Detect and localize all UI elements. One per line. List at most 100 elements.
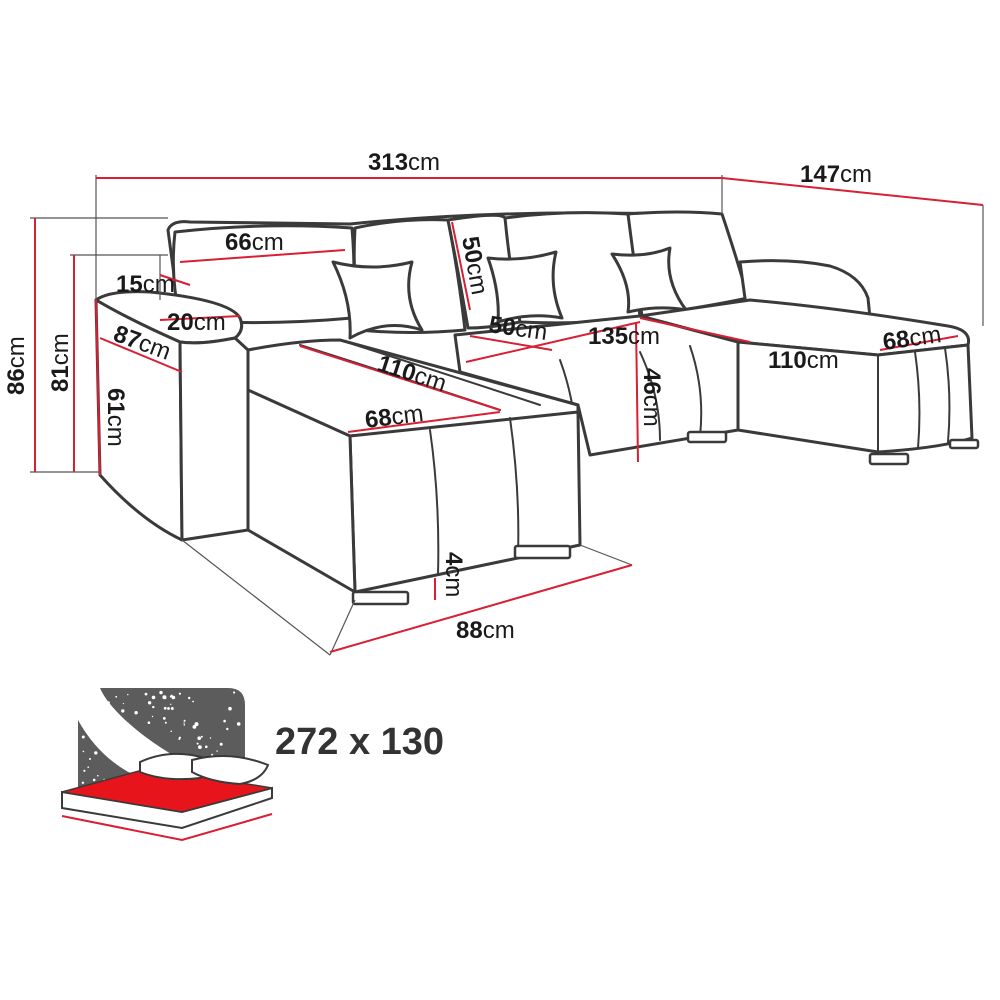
star <box>198 745 202 749</box>
star <box>178 736 181 739</box>
star <box>209 737 212 739</box>
label-50-cushion: 50cm <box>456 234 493 296</box>
star <box>83 769 86 772</box>
right-chaise-top <box>638 298 971 357</box>
star <box>192 700 195 703</box>
star <box>163 706 167 710</box>
star <box>236 722 241 726</box>
star <box>233 691 236 694</box>
leg-2 <box>513 544 572 560</box>
label-86: 86cm <box>3 336 30 395</box>
dim-line-87 <box>99 337 183 373</box>
star <box>147 701 152 705</box>
star <box>82 750 85 753</box>
right-chaise-seam <box>877 347 951 453</box>
star <box>194 722 199 727</box>
dim-line-68-left <box>347 411 501 433</box>
dim-line-68-right <box>879 335 959 351</box>
star <box>114 730 118 733</box>
dim-line-66 <box>179 249 346 263</box>
label-135: 135cm <box>588 323 660 350</box>
star <box>144 692 148 696</box>
label-68-right: 68cm <box>881 321 943 356</box>
dim-line-46 <box>635 321 639 463</box>
star <box>109 731 112 734</box>
star <box>151 695 156 700</box>
star <box>169 695 172 698</box>
sofa-drawing <box>94 210 980 606</box>
star <box>92 778 96 782</box>
star <box>115 695 118 698</box>
star <box>94 751 98 755</box>
star <box>183 722 185 724</box>
sleep-function-icon: 272 x 130 <box>61 688 444 842</box>
label-88: 88cm <box>456 617 515 644</box>
star <box>81 781 85 784</box>
star <box>127 693 129 696</box>
pillow-1 <box>331 260 424 340</box>
dim-line-50-cushion <box>451 221 471 311</box>
star <box>162 717 166 720</box>
star <box>216 750 218 752</box>
bed-pillow-2 <box>191 755 270 786</box>
dim-line-135 <box>465 321 641 363</box>
label-4: 4cm <box>440 552 467 597</box>
star <box>197 736 201 740</box>
star <box>87 766 89 768</box>
stars <box>81 690 241 786</box>
label-313: 313cm <box>368 149 440 176</box>
label-20: 20cm <box>167 309 226 336</box>
left-chaise-front-seams <box>429 417 520 576</box>
star <box>226 727 229 731</box>
label-110-right: 110cm <box>768 347 839 374</box>
star <box>89 758 91 760</box>
star <box>170 730 172 733</box>
label-66: 66cm <box>225 229 284 256</box>
leg-1 <box>351 590 410 606</box>
star <box>200 735 203 738</box>
star <box>178 692 181 695</box>
dim-line-61 <box>95 299 101 476</box>
star <box>122 702 124 705</box>
star <box>159 690 163 695</box>
star <box>228 706 232 711</box>
dimension-lines <box>34 177 984 653</box>
star <box>101 747 103 749</box>
star <box>106 741 110 745</box>
left-armrest-inner <box>178 336 250 542</box>
extension-lines <box>30 175 984 656</box>
dim-line-20 <box>159 315 241 321</box>
label-68-left: 68cm <box>363 400 425 434</box>
night-sky-left <box>78 720 140 790</box>
bed-size-label: 272 x 130 <box>275 721 444 763</box>
dim-line-15 <box>159 274 191 286</box>
star <box>196 742 199 745</box>
star <box>81 735 85 739</box>
star <box>106 701 110 705</box>
star <box>147 721 151 724</box>
star <box>100 742 103 745</box>
star <box>211 753 214 756</box>
star <box>152 705 155 709</box>
label-46: 46cm <box>638 368 665 427</box>
star <box>188 696 191 700</box>
star <box>167 707 170 710</box>
bed-size-line <box>61 813 273 842</box>
star <box>205 745 208 749</box>
label-61: 61cm <box>102 388 129 447</box>
dim-line-88 <box>329 564 633 653</box>
leg-4 <box>868 452 910 466</box>
star <box>183 724 186 726</box>
star <box>121 709 125 713</box>
dim-line-50-seat <box>469 335 553 351</box>
star <box>170 703 172 705</box>
star <box>97 741 100 744</box>
star <box>134 711 138 715</box>
star <box>192 725 197 729</box>
pillow-2 <box>486 250 564 324</box>
star <box>219 742 223 746</box>
leg-3 <box>686 430 728 444</box>
sleep-area <box>61 767 273 813</box>
label-15: 15cm <box>116 271 175 298</box>
